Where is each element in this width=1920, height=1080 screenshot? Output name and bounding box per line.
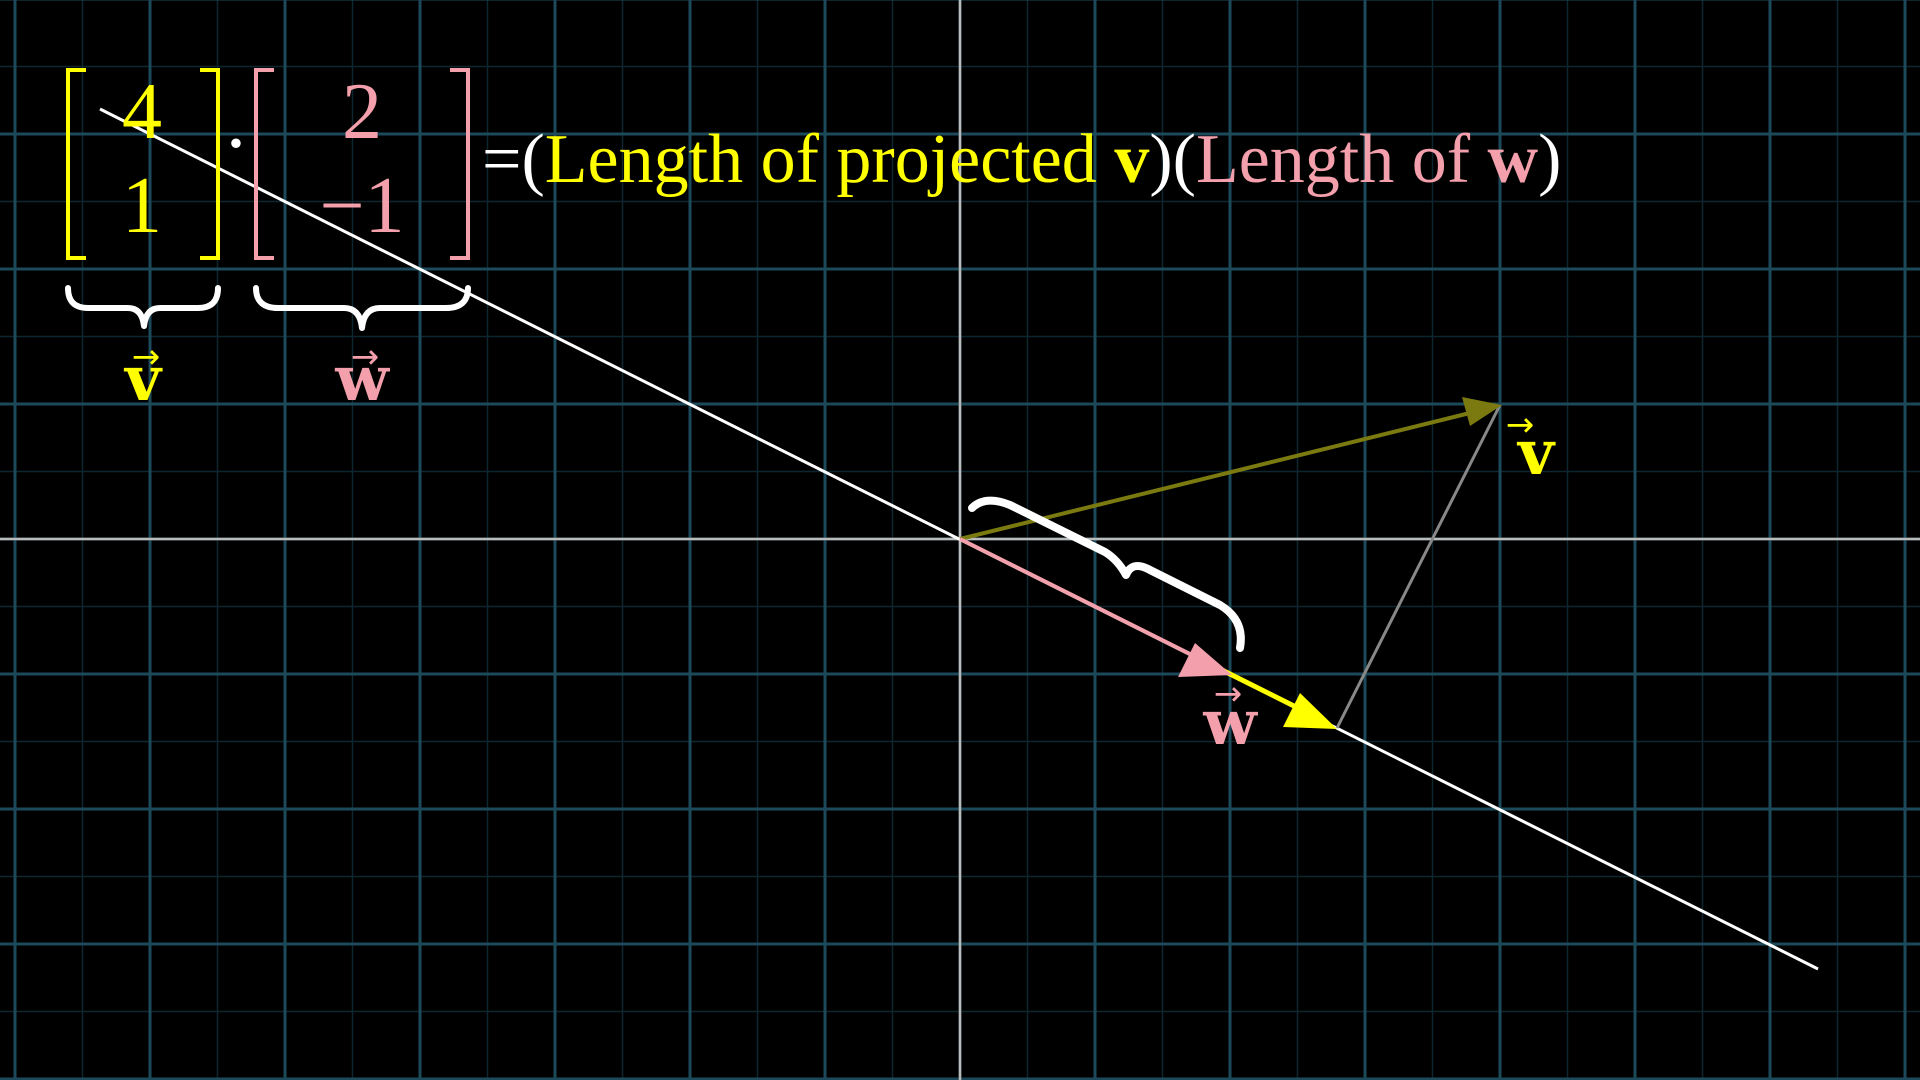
matrix-v-right-bracket (200, 68, 220, 260)
underbrace-w-label: → w (334, 337, 390, 415)
paren-open-1: ( (521, 121, 544, 198)
projected-v (1220, 667, 1337, 729)
svg-text:w: w (1202, 686, 1258, 759)
paren-close-2: ) (1538, 121, 1561, 198)
svg-text:v: v (123, 342, 163, 415)
term-w-text: Length of (1196, 121, 1488, 198)
matrix-w: 2 −1 (254, 68, 470, 260)
matrix-v: 4 1 (66, 68, 220, 260)
term-v-text: Length of projected (545, 121, 1115, 198)
term-v-symbol: v (1114, 121, 1149, 198)
dot-operator: · (223, 100, 250, 188)
v-arrowhead-icon (1462, 397, 1502, 426)
equals-sign: = (482, 121, 521, 198)
svg-text:w: w (334, 342, 390, 415)
matrix-w-top: 2 (342, 68, 382, 156)
vector-w (959, 537, 1232, 677)
term-w-symbol: w (1488, 121, 1539, 198)
svg-text:→: → (1214, 674, 1243, 714)
w-arrowhead-icon (1178, 643, 1232, 677)
v-arrow-label: → v (1506, 405, 1556, 489)
matrix-v-left-bracket (66, 68, 86, 260)
matrix-w-right-bracket (450, 68, 470, 260)
matrix-v-top: 4 (122, 68, 162, 156)
svg-text:v: v (1516, 416, 1556, 489)
svg-text:→: → (132, 337, 161, 377)
perpendicular-segment (1335, 404, 1502, 729)
underbrace-v-icon (65, 285, 221, 329)
underbrace-w-icon (253, 285, 471, 331)
projected-v-arrowhead-icon (1283, 693, 1337, 729)
vector-v (959, 397, 1502, 541)
matrix-w-bottom: −1 (319, 162, 404, 250)
projection-line (99, 107, 1819, 971)
svg-text:→: → (351, 337, 380, 377)
matrix-w-left-bracket (254, 68, 274, 260)
underbrace-v-label: → v (123, 337, 163, 415)
w-arrow-label: → w (1202, 674, 1258, 759)
projection-brace-icon (968, 496, 1245, 652)
matrix-v-bottom: 1 (122, 162, 162, 250)
paren-close-1: ) (1149, 121, 1172, 198)
paren-open-2: ( (1173, 121, 1196, 198)
svg-text:→: → (1506, 405, 1535, 445)
equation-rhs: =(Length of projected v)(Length of w) (482, 121, 1561, 198)
